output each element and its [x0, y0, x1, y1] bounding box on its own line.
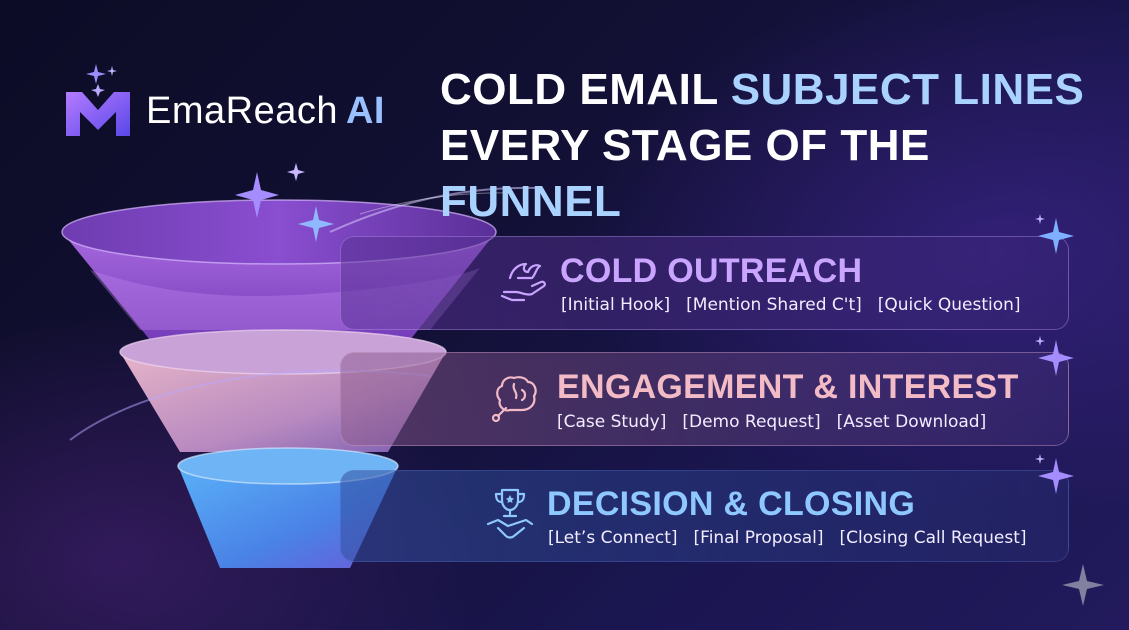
sparkle-icon — [1062, 564, 1104, 606]
title-line-1-highlight: SUBJECT LINES — [730, 65, 1085, 114]
tag-item: [Asset Download] — [836, 412, 987, 432]
stage-card-decision — [340, 470, 1069, 562]
stage-tags-cold-outreach: [Initial Hook] [Mention Shared C't] [Qui… — [561, 295, 1021, 315]
tag-item: [Initial Hook] — [561, 295, 671, 315]
sparkle-icon — [86, 64, 117, 84]
sparkle-icon — [1035, 454, 1074, 494]
brand-name-text: EmaReach — [146, 89, 338, 132]
sparkle-icon — [287, 163, 305, 181]
stage-tags-decision: [Let’s Connect] [Final Proposal] [Closin… — [548, 528, 1027, 548]
stage-title-decision: DECISION & CLOSING — [547, 485, 916, 523]
title-line-2-highlight: FUNNEL — [440, 177, 622, 226]
stage-title-cold-outreach: COLD OUTREACH — [560, 252, 863, 290]
page-title: COLD EMAIL SUBJECT LINES EVERY STAGE OF … — [440, 62, 1100, 230]
tag-item: [Case Study] — [557, 412, 667, 432]
brand-ai-suffix: AI — [345, 89, 385, 132]
tag-item: [Closing Call Request] — [839, 528, 1027, 548]
tag-item: [Mention Shared C't] — [686, 295, 862, 315]
sparkle-icon — [298, 206, 334, 242]
title-line-1: COLD EMAIL SUBJECT LINES — [440, 62, 1100, 118]
trophy-handshake-icon — [486, 488, 534, 539]
title-line-2: EVERY STAGE OF THE FUNNEL — [440, 118, 1100, 230]
title-line-1-a: COLD EMAIL — [440, 65, 731, 114]
sparkle-icon — [1035, 336, 1074, 376]
tag-item: [Quick Question] — [877, 295, 1021, 315]
stage-card-cold-outreach — [340, 236, 1069, 330]
tag-item: [Let’s Connect] — [548, 528, 678, 548]
sparkle-icon — [235, 172, 279, 218]
stage-tags-engagement: [Case Study] [Demo Request] [Asset Downl… — [557, 412, 986, 432]
stage-card-engagement — [340, 352, 1069, 446]
stage-title-engagement: ENGAGEMENT & INTEREST — [557, 368, 1019, 406]
tag-item: [Demo Request] — [682, 412, 821, 432]
emareach-logo-icon — [66, 84, 130, 136]
brain-circuit-icon — [491, 376, 537, 423]
tag-item: [Final Proposal] — [693, 528, 824, 548]
hand-wave-icon — [500, 262, 546, 302]
sparkle-icon — [1035, 214, 1074, 254]
title-line-2-a: EVERY STAGE OF THE — [440, 121, 930, 170]
